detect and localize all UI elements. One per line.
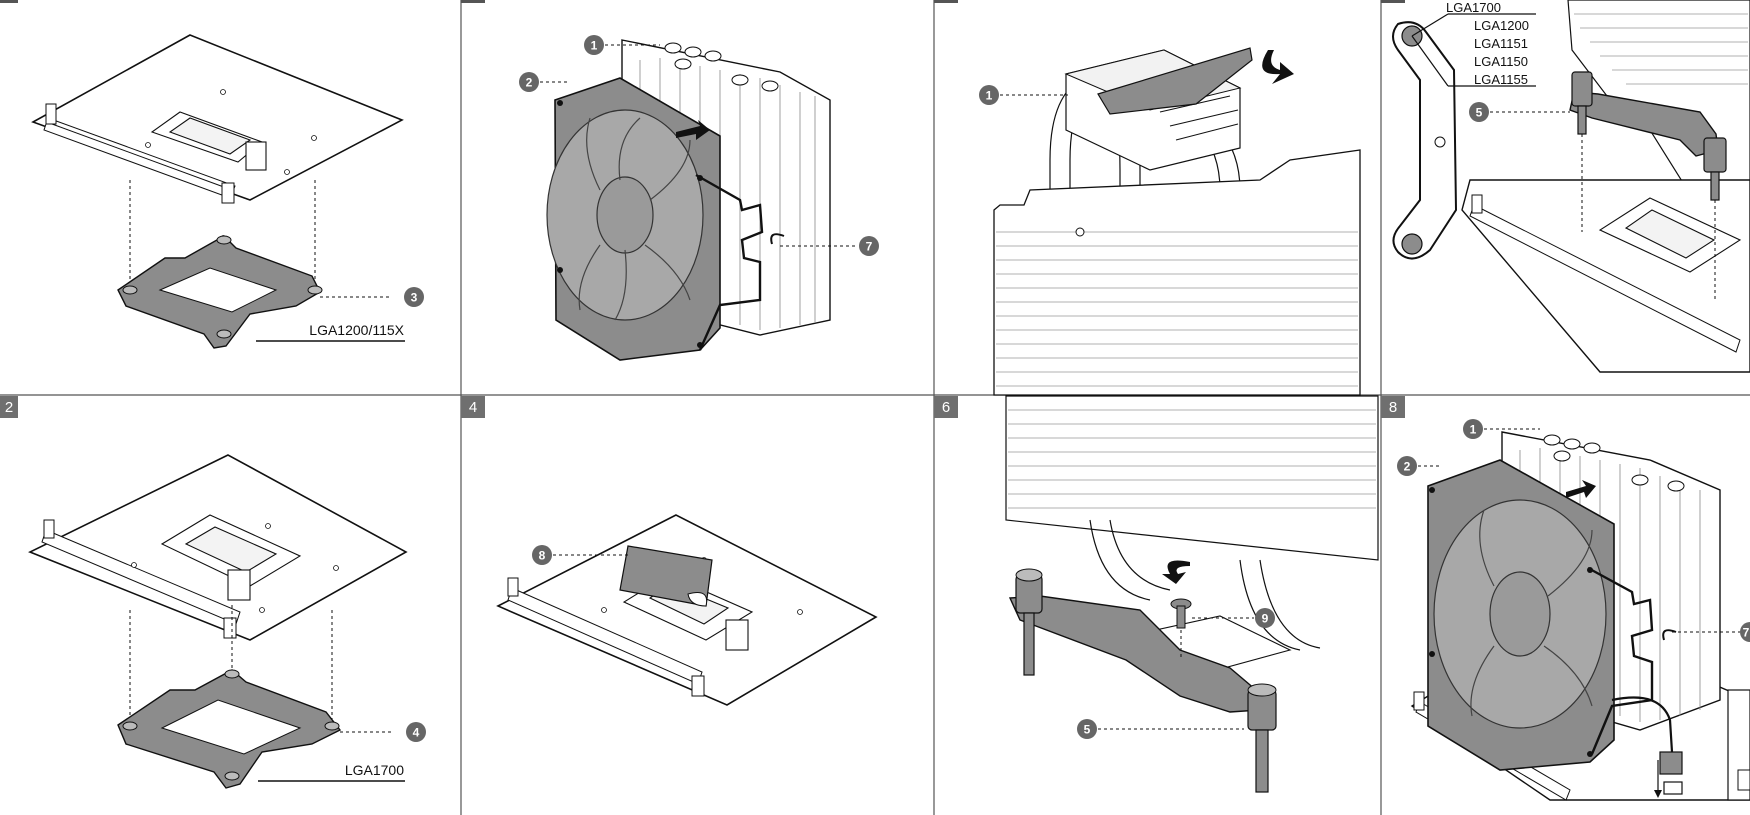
top-step-tabs: [0, 0, 1405, 3]
step-number-4: 4: [469, 399, 477, 416]
step-number-8: 8: [1389, 399, 1397, 416]
panel-2-callout-4: 4: [413, 726, 420, 740]
step-number-2: 2: [5, 399, 13, 416]
panel-6-callout-5: 5: [1084, 723, 1091, 737]
panel-6-callout-9: 9: [1262, 612, 1269, 626]
panel-1-lga1200-bracket: 3 LGA1200/115X: [31, 34, 424, 349]
panel-1-bracket-label: LGA1200/115X: [309, 322, 404, 338]
panel-3-callout-2: 2: [526, 76, 533, 90]
panel-7-socket-selection: LGA1700 LGA1200 LGA1151 LGA1150 LGA1155: [1392, 0, 1750, 373]
panel-4-thermal-pad: 4 8: [461, 396, 878, 706]
panel-8-callout-7: 7: [1743, 626, 1750, 640]
step-number-6: 6: [942, 399, 950, 416]
panel-3-callout-7: 7: [866, 240, 873, 254]
panel-6-mounting-bar-screw: 6 9: [934, 395, 1379, 793]
panel-5-remove-protective-film: 1: [979, 47, 1361, 396]
panel-3-fan-clip: 1 2 7: [519, 35, 879, 361]
panel-2-bracket-label: LGA1700: [345, 762, 404, 778]
panel-3-callout-1: 1: [591, 39, 598, 53]
panel-4-callout-8: 8: [539, 549, 546, 563]
socket-label-lga1200: LGA1200: [1474, 18, 1529, 33]
panel-8-callout-2: 2: [1404, 460, 1411, 474]
panel-8-callout-1: 1: [1470, 423, 1477, 437]
panel-8-connect-fan: 8: [1381, 396, 1750, 801]
socket-label-lga1700: LGA1700: [1446, 0, 1501, 15]
panel-2-lga1700-bracket: 2 4 LGA1700: [0, 396, 426, 789]
panel-1-callout-3: 3: [411, 291, 418, 305]
socket-label-lga1155: LGA1155: [1474, 72, 1528, 87]
panel-7-callout-5: 5: [1476, 106, 1483, 120]
socket-label-lga1151: LGA1151: [1474, 36, 1528, 51]
socket-label-lga1150: LGA1150: [1474, 54, 1528, 69]
panel-5-callout-1: 1: [986, 89, 993, 103]
